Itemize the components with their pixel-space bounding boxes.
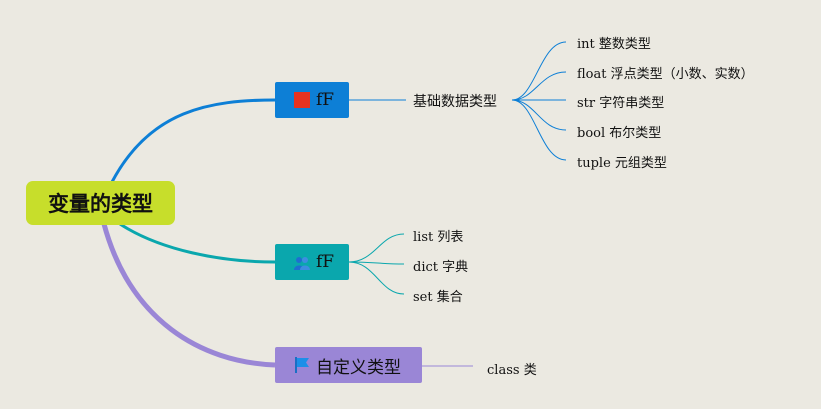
branch-node-3[interactable]: 自定义类型 xyxy=(275,347,422,383)
leaf-cn: 集合 xyxy=(436,290,463,305)
link-root-branch-2 xyxy=(119,222,276,264)
leaf-bool[interactable]: bool 布尔类型 xyxy=(577,122,661,141)
link-sub-leaf-1 xyxy=(511,41,567,101)
leaf-cn: 布尔类型 xyxy=(609,126,662,141)
link-sub-leaf-5 xyxy=(511,99,567,161)
leaf-int[interactable]: int 整数类型 xyxy=(577,33,651,52)
leaf-class[interactable]: class 类 xyxy=(487,359,537,378)
leaf-en: str xyxy=(577,96,596,111)
link-branch-2-leaf-2 xyxy=(348,261,405,265)
leaf-cn: 列表 xyxy=(437,230,464,245)
root-label: 变量的类型 xyxy=(48,192,153,216)
branch-2-label: fF xyxy=(316,252,335,272)
leaf-en: int xyxy=(577,37,595,52)
link-sub-leaf-2 xyxy=(511,71,567,101)
branch-node-1[interactable]: fF xyxy=(275,82,349,118)
root-node[interactable]: 变量的类型 xyxy=(26,181,175,225)
flag-icon xyxy=(293,356,311,374)
leaf-cn: 元组类型 xyxy=(614,156,667,171)
branch-3-label: 自定义类型 xyxy=(316,357,401,378)
branch-node-2[interactable]: fF xyxy=(275,244,349,280)
link-root-branch-1 xyxy=(110,98,276,183)
branch-1-label: fF xyxy=(316,90,335,110)
leaf-list[interactable]: list 列表 xyxy=(413,226,463,245)
people-icon xyxy=(293,253,311,271)
leaf-dict[interactable]: dict 字典 xyxy=(413,256,468,275)
leaf-en: bool xyxy=(577,126,606,141)
leaf-set[interactable]: set 集合 xyxy=(413,286,463,305)
leaf-en: list xyxy=(413,230,434,245)
leaf-float[interactable]: float 浮点类型（小数、实数） xyxy=(577,63,754,82)
red-square-icon xyxy=(293,91,311,109)
link-branch-2-leaf-1 xyxy=(348,233,405,263)
subtopic-basic-types[interactable]: 基础数据类型 xyxy=(413,91,497,111)
leaf-en: tuple xyxy=(577,156,611,171)
link-branch-2-leaf-3 xyxy=(348,261,405,295)
leaf-en: dict xyxy=(413,260,438,275)
subtopic-label: 基础数据类型 xyxy=(413,94,497,110)
leaf-cn: 浮点类型（小数、实数） xyxy=(610,67,754,82)
link-root-branch-3 xyxy=(101,223,276,368)
leaf-str[interactable]: str 字符串类型 xyxy=(577,92,664,111)
leaf-cn: 字符串类型 xyxy=(599,96,665,111)
leaf-cn: 字典 xyxy=(442,260,469,275)
link-sub-leaf-4 xyxy=(511,99,567,131)
leaf-tuple[interactable]: tuple 元组类型 xyxy=(577,152,667,171)
leaf-en: set xyxy=(413,290,433,305)
leaf-cn: 整数类型 xyxy=(598,37,651,52)
leaf-en: class xyxy=(487,363,520,378)
leaf-en: float xyxy=(577,67,607,82)
leaf-cn: 类 xyxy=(523,363,537,378)
